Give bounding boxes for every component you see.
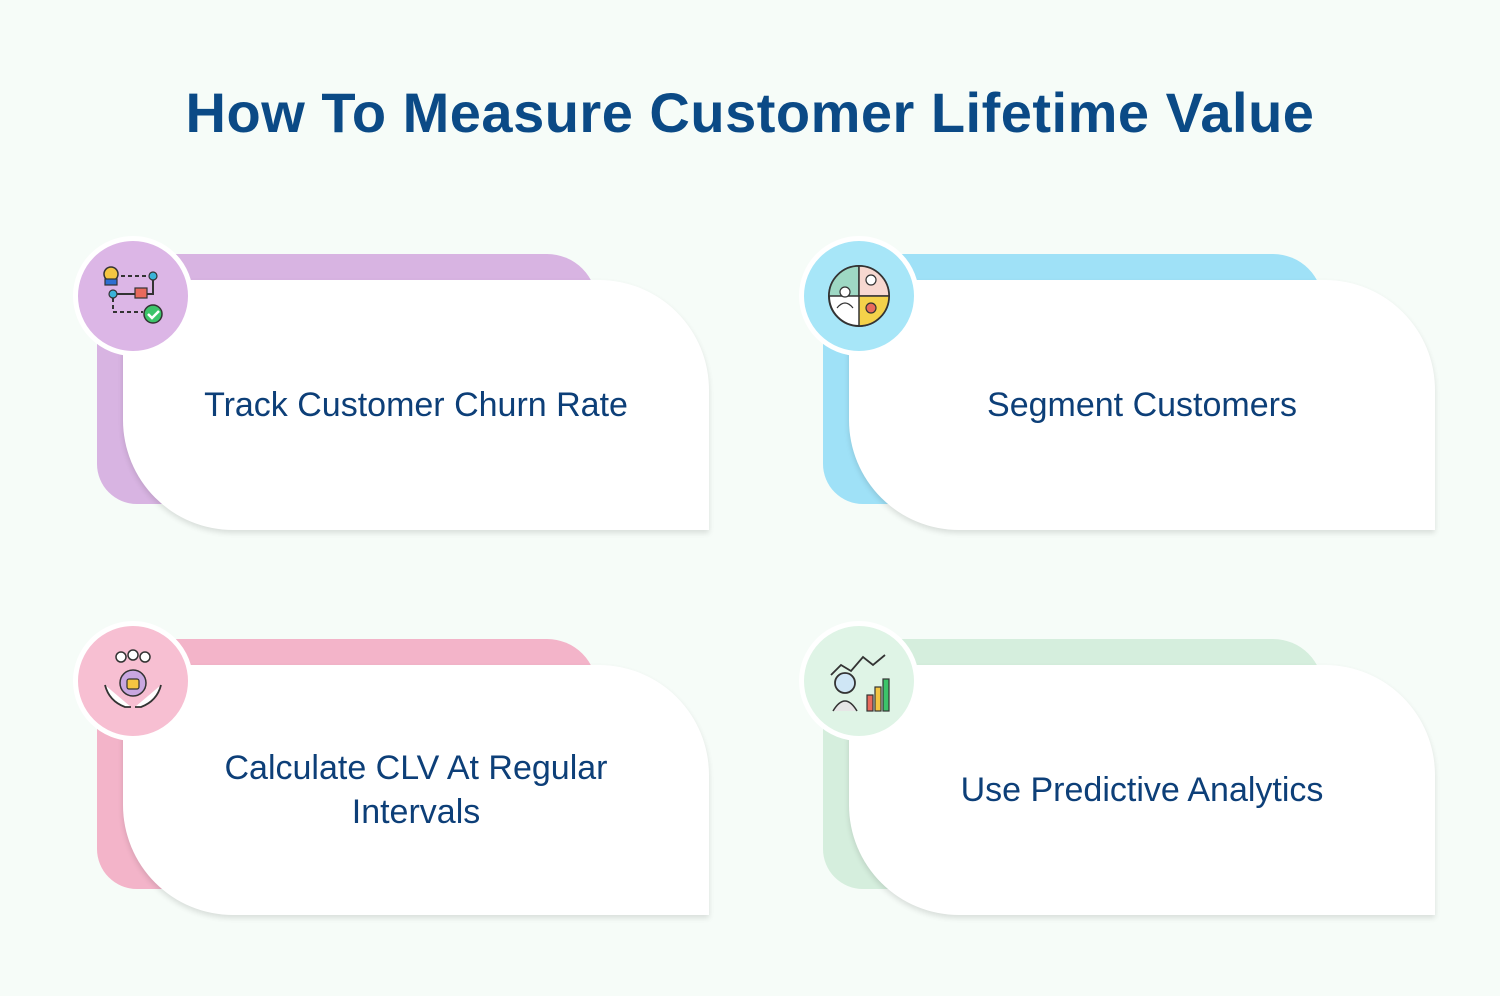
card-segment-customers: Segment Customers [799, 236, 1439, 536]
card-calculate-clv: Calculate CLV At Regular Intervals [73, 621, 713, 921]
card-body [123, 280, 709, 530]
process-flow-icon [103, 266, 163, 324]
card-label: Track Customer Churn Rate [204, 386, 628, 424]
card-badge [799, 621, 919, 741]
card-label: Segment Customers [987, 386, 1297, 424]
card-body [849, 665, 1435, 915]
segmentation-icon [828, 265, 890, 327]
card-badge [73, 621, 193, 741]
card-predictive-analytics: Use Predictive Analytics [799, 621, 1439, 921]
card-label: Use Predictive Analytics [960, 771, 1324, 809]
card-body [849, 280, 1435, 530]
card-badge [73, 236, 193, 356]
card-track-churn: Track Customer Churn Rate [73, 236, 713, 536]
card-body [123, 665, 709, 915]
card-badge [799, 236, 919, 356]
hands-customers-icon [104, 649, 162, 708]
card-label: Calculate CLV At Regular Intervals [224, 749, 608, 831]
page-title: How To Measure Customer Lifetime Value [185, 81, 1315, 144]
analytics-person-icon [830, 654, 890, 712]
